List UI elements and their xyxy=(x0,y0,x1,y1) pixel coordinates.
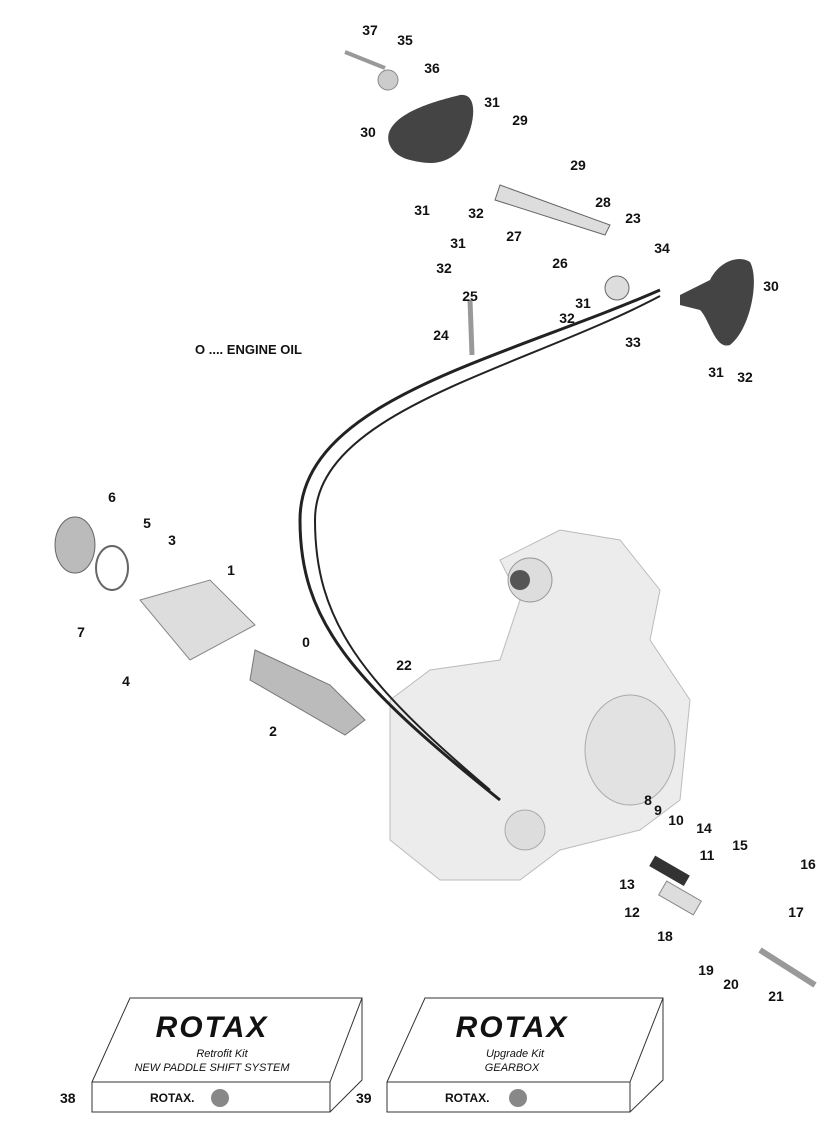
callout-label: 34 xyxy=(654,240,670,256)
callout-label: 28 xyxy=(595,194,611,210)
callout-label: 32 xyxy=(737,369,753,385)
callout-label: 23 xyxy=(625,210,641,226)
callout-label: 24 xyxy=(433,327,449,343)
bolt xyxy=(467,299,475,356)
callout-label: 7 xyxy=(77,624,85,640)
kit-title: Retrofit Kit xyxy=(196,1048,248,1060)
callout-label: 8 xyxy=(644,792,652,808)
callout-label: 6 xyxy=(108,489,116,505)
engine-illustration xyxy=(389,529,691,881)
callout-label: 15 xyxy=(732,837,748,853)
callout-label: 3 xyxy=(168,532,176,548)
bracket xyxy=(494,184,611,236)
shaft xyxy=(649,855,690,887)
brp-logo-icon xyxy=(509,1089,527,1107)
nut-ring xyxy=(54,516,96,574)
callout-label: 10 xyxy=(668,812,684,828)
brp-logo-icon xyxy=(211,1089,229,1107)
kit-38: ROTAX Retrofit Kit NEW PADDLE SHIFT SYST… xyxy=(60,997,363,1113)
shift-cable xyxy=(313,295,661,791)
callout-label: 9 xyxy=(654,802,662,818)
callout-label: 32 xyxy=(436,260,452,276)
callout-label: 13 xyxy=(619,876,635,892)
callout-label: 31 xyxy=(484,94,500,110)
callout-label: 11 xyxy=(700,847,715,863)
callout-label: 32 xyxy=(468,205,484,221)
callout-label: 31 xyxy=(575,295,591,311)
bolt xyxy=(758,947,817,988)
engine-oil-legend: O .... ENGINE OIL xyxy=(195,342,302,357)
bushing xyxy=(657,880,703,916)
kit-subtitle: NEW PADDLE SHIFT SYSTEM xyxy=(134,1062,290,1074)
callout-label: 4 xyxy=(122,673,130,689)
paddle-right xyxy=(680,259,754,346)
washer xyxy=(377,69,399,91)
callout-label: 17 xyxy=(788,904,804,920)
kit-brand: ROTAX xyxy=(156,1011,269,1044)
callout-label: 36 xyxy=(424,60,440,76)
callout-label: 30 xyxy=(360,124,376,140)
kit-subtitle: GEARBOX xyxy=(485,1062,540,1074)
o-ring xyxy=(95,545,129,591)
shift-drum xyxy=(249,649,366,736)
callout-label: 31 xyxy=(414,202,430,218)
paddle-left xyxy=(388,94,474,163)
callout-label: 31 xyxy=(450,235,466,251)
kit-footer-brand: ROTAX. xyxy=(445,1091,489,1105)
bolt xyxy=(344,50,386,70)
callout-label: 31 xyxy=(708,364,724,380)
callout-label: 18 xyxy=(657,928,673,944)
callout-label: 14 xyxy=(696,820,712,836)
kit-39: ROTAX Upgrade Kit GEARBOX ROTAX. 39 xyxy=(356,997,664,1113)
sleeve xyxy=(139,579,256,661)
callout-label: 37 xyxy=(362,22,378,38)
callout-label: 29 xyxy=(512,112,528,128)
callout-label: 0 xyxy=(302,634,310,650)
callout-label: 35 xyxy=(397,32,413,48)
callout-label: 20 xyxy=(723,976,739,992)
callout-label: 26 xyxy=(552,255,568,271)
kit-title: Upgrade Kit xyxy=(486,1048,545,1060)
callout-label: 33 xyxy=(625,334,641,350)
callout-label: 22 xyxy=(396,657,412,673)
callout-label: 19 xyxy=(698,962,714,978)
callout-label: 16 xyxy=(800,856,816,872)
callout-label: 2 xyxy=(269,723,277,739)
callout-label: 25 xyxy=(462,288,478,304)
shift-cable xyxy=(298,288,661,802)
callout-label: 21 xyxy=(768,988,784,1004)
callout-label: 32 xyxy=(559,310,575,326)
callout-label: 12 xyxy=(624,904,640,920)
callout-38: 38 xyxy=(60,1090,76,1106)
callout-39: 39 xyxy=(356,1090,372,1106)
callout-label: 5 xyxy=(143,515,151,531)
callout-label: 30 xyxy=(763,278,779,294)
callout-label: 29 xyxy=(570,157,586,173)
callout-label: 27 xyxy=(506,228,522,244)
callout-label: 1 xyxy=(227,562,235,578)
washer xyxy=(604,275,630,301)
kit-footer-brand: ROTAX. xyxy=(150,1091,194,1105)
kit-brand: ROTAX xyxy=(456,1011,569,1044)
